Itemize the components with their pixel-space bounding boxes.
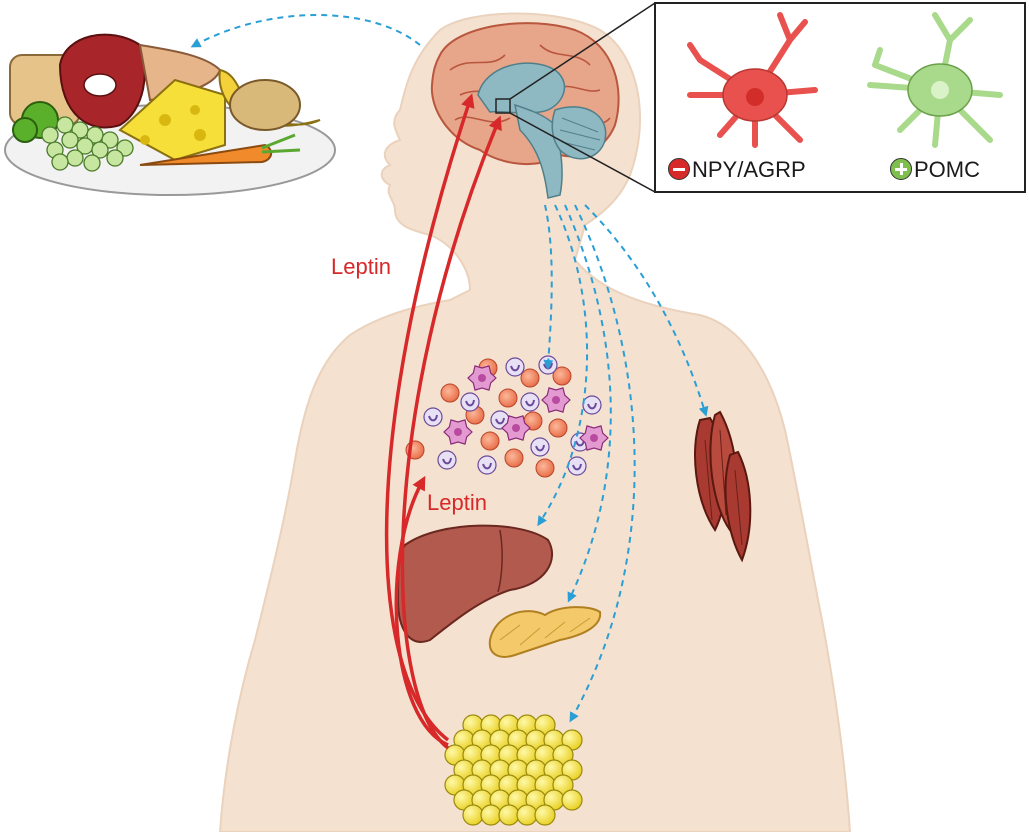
fat-cell: [498, 804, 520, 826]
red-blood-cell: [480, 431, 500, 451]
lymphocyte-cell: [567, 456, 587, 476]
lymphocyte-cell: [423, 407, 443, 427]
leptin-label-immune: Leptin: [427, 490, 487, 515]
adipose-tissue-icon: [444, 714, 583, 826]
plus-icon: [890, 158, 912, 180]
lymphocyte-cell: [530, 437, 550, 457]
pomc-text: POMC: [914, 157, 980, 182]
fat-cell: [534, 804, 556, 826]
macrophage-cell: [467, 365, 497, 391]
brain-signal-arrows: [537, 204, 709, 723]
leptin-arrows: [384, 93, 502, 750]
leptin-arrow-to-brain-1: [384, 93, 475, 742]
pancreas-icon: [488, 606, 602, 658]
fat-cell: [561, 789, 583, 811]
red-blood-cell: [498, 388, 518, 408]
pomc-label: POMC: [890, 157, 980, 183]
minus-icon: [668, 158, 690, 180]
macrophage-cell: [443, 419, 473, 445]
signal-arrow-to-immune-cells: [543, 204, 554, 370]
food-plate-icon: [4, 33, 336, 196]
zoom-connector-lines: [509, 2, 656, 193]
red-blood-cell: [520, 368, 540, 388]
brain-icon: [430, 22, 620, 199]
signal-arrow-to-food: [190, 14, 421, 48]
neuron-inset-panel: [654, 2, 1026, 193]
npy-agrp-label: NPY/AGRP: [668, 157, 806, 183]
red-blood-cell: [548, 418, 568, 438]
signal-arrow-to-liver: [537, 204, 589, 527]
fat-cell: [516, 804, 538, 826]
pomc-neuron-icon: [867, 12, 1003, 148]
leptin-label-brain: Leptin: [331, 254, 391, 279]
leptin-arrow-to-immune: [394, 475, 449, 747]
red-blood-cell: [535, 458, 555, 478]
hypothalamus-highlight-box: [495, 98, 511, 114]
red-blood-cell: [552, 366, 572, 386]
fat-cell: [480, 804, 502, 826]
fat-cell: [462, 804, 484, 826]
muscle-icon: [694, 410, 752, 563]
lymphocyte-cell: [520, 392, 540, 412]
immune-cells-icon: [405, 355, 609, 478]
macrophage-cell: [501, 415, 531, 441]
red-blood-cell: [440, 383, 460, 403]
npy-agrp-text: NPY/AGRP: [692, 157, 806, 182]
lymphocyte-cell: [460, 392, 480, 412]
macrophage-cell: [541, 387, 571, 413]
signal-arrow-to-pancreas: [564, 204, 612, 603]
red-blood-cell: [504, 448, 524, 468]
signal-arrow-to-muscle: [584, 204, 709, 417]
signal-arrow-to-adipose: [569, 204, 636, 723]
lymphocyte-cell: [582, 395, 602, 415]
lymphocyte-cell: [505, 357, 525, 377]
macrophage-cell: [579, 425, 609, 451]
npy-agrp-neuron-icon: [687, 12, 818, 148]
lymphocyte-cell: [477, 455, 497, 475]
lymphocyte-cell: [437, 450, 457, 470]
